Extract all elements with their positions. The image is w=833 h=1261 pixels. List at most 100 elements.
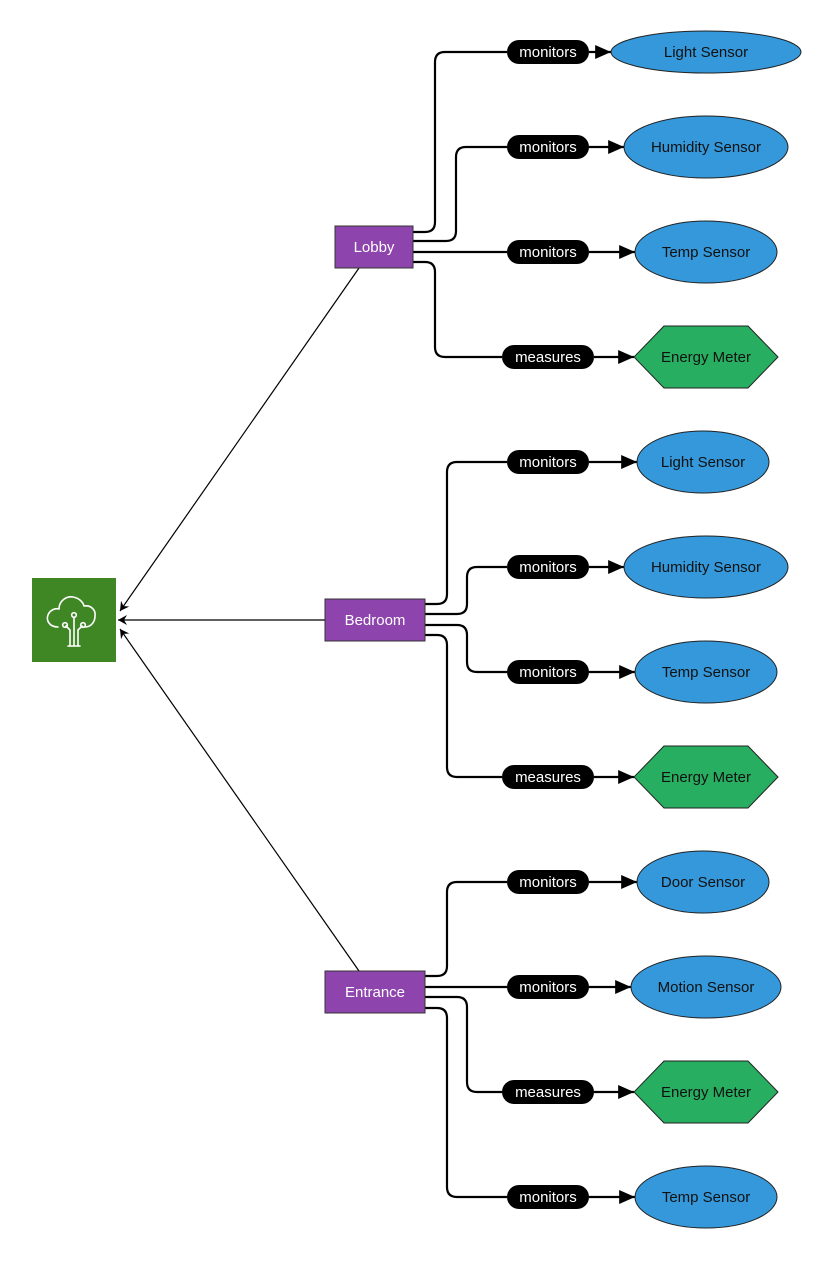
relation-label: monitors — [519, 454, 577, 471]
room-entrance[interactable]: Entrance — [324, 970, 426, 1014]
lobby-energy-meter-relation-pill: measures — [502, 345, 594, 369]
relation-label: measures — [515, 1084, 581, 1101]
relation-pill-background — [502, 1080, 594, 1104]
sensor-ellipse — [623, 115, 789, 179]
hub-edges — [118, 267, 360, 972]
relation-label: monitors — [519, 44, 577, 61]
lobby-humidity-sensor-edge — [413, 145, 507, 243]
relation-label: monitors — [519, 1189, 577, 1206]
sensor-ellipse — [634, 640, 778, 704]
bedroom-humidity-sensor-node[interactable]: Humidity Sensor — [623, 535, 789, 599]
lobby-humidity-sensor-relation-pill: monitors — [507, 135, 589, 159]
relation-label: monitors — [519, 244, 577, 261]
entrance-motion-sensor-node[interactable]: Motion Sensor — [630, 955, 782, 1019]
bedroom-energy-meter-edge — [425, 633, 502, 779]
relation-label: monitors — [519, 664, 577, 681]
device-label: Door Sensor — [661, 874, 745, 891]
entrance-energy-meter-edge — [425, 995, 502, 1094]
lobby-energy-meter-node[interactable]: Energy Meter — [633, 325, 779, 389]
relation-label: monitors — [519, 874, 577, 891]
device-label: Light Sensor — [664, 44, 748, 61]
lobby-temp-sensor-node[interactable]: Temp Sensor — [634, 220, 778, 284]
bedroom-temp-sensor-relation-pill: monitors — [507, 660, 589, 684]
device-label: Temp Sensor — [662, 664, 750, 681]
lobby-light-sensor-relation-pill: monitors — [507, 40, 589, 64]
bedroom-light-sensor-edge — [425, 460, 507, 606]
room-lobby[interactable]: Lobby — [334, 225, 414, 269]
entrance-temp-sensor-relation-pill: monitors — [507, 1185, 589, 1209]
sensor-ellipse — [636, 850, 770, 914]
iot-cloud-icon — [46, 596, 96, 647]
relation-pill-background — [502, 765, 594, 789]
room-entrance-label: Entrance — [345, 984, 405, 1001]
device-label: Energy Meter — [661, 1084, 751, 1101]
lobby-light-sensor-edge — [413, 50, 507, 234]
lobby-humidity-sensor-node[interactable]: Humidity Sensor — [623, 115, 789, 179]
relation-label: monitors — [519, 979, 577, 996]
relation-pill-background — [507, 240, 589, 264]
relation-labels: monitors monitors monitors measures monitors… — [502, 40, 594, 1209]
relation-label: measures — [515, 349, 581, 366]
bedroom-energy-meter-relation-pill: measures — [502, 765, 594, 789]
device-label: Temp Sensor — [662, 1189, 750, 1206]
bedroom-energy-meter-node[interactable]: Energy Meter — [633, 745, 779, 809]
device-label: Humidity Sensor — [651, 559, 761, 576]
room-bedroom-label: Bedroom — [345, 612, 406, 629]
sensor-ellipse — [630, 955, 782, 1019]
lobby-energy-meter-edge — [413, 260, 502, 359]
bedroom-light-sensor-relation-pill: monitors — [507, 450, 589, 474]
bedroom-temp-sensor-edge — [425, 623, 507, 674]
room-entrance-box — [324, 970, 426, 1014]
bedroom-temp-sensor-node[interactable]: Temp Sensor — [634, 640, 778, 704]
entrance-energy-meter-relation-pill: measures — [502, 1080, 594, 1104]
device-label: Energy Meter — [661, 769, 751, 786]
sensor-ellipse — [634, 1165, 778, 1229]
relation-pill-background — [507, 975, 589, 999]
sensor-ellipse — [636, 430, 770, 494]
entrance-temp-sensor-edge — [425, 1006, 507, 1199]
bedroom-humidity-sensor-relation-pill: monitors — [507, 555, 589, 579]
energy-meter-hexagon — [633, 1060, 779, 1124]
relation-pill-background — [507, 40, 589, 64]
entrance-to-hub-edge — [119, 628, 360, 972]
entrance-energy-meter-node[interactable]: Energy Meter — [633, 1060, 779, 1124]
entrance-door-sensor-node[interactable]: Door Sensor — [636, 850, 770, 914]
room-lobby-label: Lobby — [354, 239, 395, 256]
entrance-temp-sensor-node[interactable]: Temp Sensor — [634, 1165, 778, 1229]
room-bedroom-box — [324, 598, 426, 642]
sensor-ellipse — [610, 30, 802, 74]
relation-pill-background — [507, 135, 589, 159]
relation-pill-background — [507, 870, 589, 894]
device-label: Humidity Sensor — [651, 139, 761, 156]
room-bedroom[interactable]: Bedroom — [324, 598, 426, 642]
energy-meter-hexagon — [633, 745, 779, 809]
sensor-ellipse — [634, 220, 778, 284]
relation-label: monitors — [519, 559, 577, 576]
lobby-to-hub-edge — [119, 267, 360, 612]
entrance-door-sensor-relation-pill: monitors — [507, 870, 589, 894]
energy-meter-hexagon — [633, 325, 779, 389]
bedroom-light-sensor-node[interactable]: Light Sensor — [636, 430, 770, 494]
relation-pill-background — [507, 450, 589, 474]
relation-label: measures — [515, 769, 581, 786]
relation-pill-background — [507, 660, 589, 684]
sensor-ellipse — [623, 535, 789, 599]
relation-label: monitors — [519, 139, 577, 156]
device-label: Energy Meter — [661, 349, 751, 366]
device-label: Temp Sensor — [662, 244, 750, 261]
device-label: Light Sensor — [661, 454, 745, 471]
room-lobby-box — [334, 225, 414, 269]
relation-pill-background — [507, 555, 589, 579]
lobby-temp-sensor-relation-pill: monitors — [507, 240, 589, 264]
entrance-motion-sensor-relation-pill: monitors — [507, 975, 589, 999]
device-label: Motion Sensor — [658, 979, 755, 996]
device-edges — [413, 44, 637, 1205]
entrance-door-sensor-edge — [425, 880, 507, 978]
relation-pill-background — [507, 1185, 589, 1209]
iot-hub[interactable] — [32, 578, 116, 662]
bedroom-humidity-sensor-edge — [425, 565, 507, 616]
lobby-light-sensor-node[interactable]: Light Sensor — [610, 30, 802, 74]
relation-pill-background — [502, 345, 594, 369]
